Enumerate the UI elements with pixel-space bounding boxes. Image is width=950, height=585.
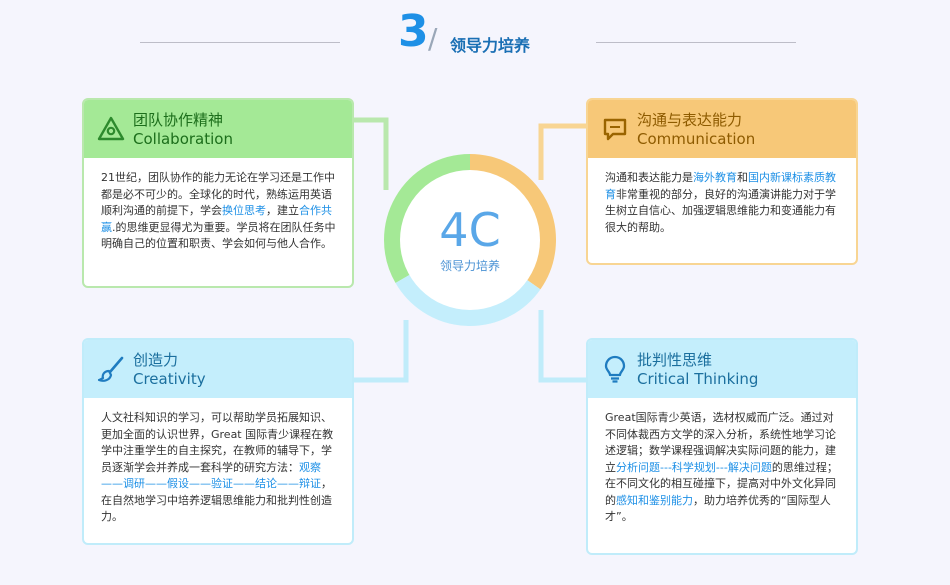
header-slash: / [428,22,438,55]
card-title-en: Creativity [133,370,206,388]
text-segment: Great国际青少英语，选材权威而广泛。通过对不同体裁西方文学的深入分析，系统性… [605,411,836,474]
center-small-text: 领导力培养 [439,259,500,273]
section-header: 3 / 领导力培养 [0,0,950,70]
text-segment: ，助力培养优秀的“国际型人才”。 [605,493,831,524]
text-segment: .的思维更显得尤为重要。学员将在团队任务中明确自己的位置和职责、学会如何与他人合… [101,220,336,251]
text-segment: 的思维过程；在不同文化的相互碰撞下，提高对中外文化异同的 [605,460,838,507]
ring-inner [400,170,540,310]
card-communication: 沟通与表达能力 Communication 沟通和表达能力是海外教育和国内新课标… [586,98,858,265]
card-title-en: Collaboration [133,130,233,148]
text-segment: 非常重视的部分，良好的沟通演讲能力对于学生树立自信心、加强逻辑思维能力和变通能力… [605,187,836,234]
highlight-text: 观察——调研——假设——验证——结论——辩证 [101,460,321,491]
speech-bubble-icon [603,118,627,141]
highlight-text: 国内新课标素质教育 [605,171,836,201]
section-number: 3 [398,6,429,57]
header-divider-left [140,42,340,43]
connector-collab [354,117,389,190]
text-segment: 和 [737,171,748,184]
highlight-text: 合作共赢 [101,204,332,234]
card-description: 沟通和表达能力是海外教育和国内新课标素质教育非常重视的部分，良好的沟通演讲能力对… [588,158,856,246]
card-collaboration: 团队协作精神 Collaboration 21世纪，团队协作的能力无论在学习还是… [82,98,354,288]
highlight-text: 海外教育 [693,171,737,184]
paintbrush-icon [97,356,124,382]
text-segment: ，建立 [266,204,299,217]
card-title-zh: 团队协作精神 [133,111,224,129]
card-header: 沟通与表达能力 Communication [588,100,856,158]
connector-crit [538,310,588,383]
card-title-zh: 沟通与表达能力 [637,111,743,129]
ring-segment-creativity-critical [395,269,541,326]
center-big-text: 4C [439,203,501,257]
text-segment: 沟通和表达能力是 [605,171,693,184]
header-divider-right [596,42,796,43]
highlight-text: 换位思考 [222,204,266,217]
section-title: 领导力培养 [450,36,531,55]
center-label: 4C 领导力培养 [410,205,530,274]
highlight-text: 感知和鉴别能力 [616,493,693,507]
card-description: Great国际青少英语，选材权威而广泛。通过对不同体裁西方文学的深入分析，系统性… [588,398,856,536]
connector-comm [538,123,588,180]
highlight-text: 分析问题---科学规划---解决问题 [616,460,772,474]
card-title-zh: 批判性思维 [637,351,713,369]
card-header: 批判性思维 Critical Thinking [588,340,856,398]
text-segment: 人文社科知识的学习，可以帮助学员拓展知识、更加全面的认识世界，Great 国际青… [101,411,334,474]
card-title-en: Critical Thinking [637,370,759,388]
card-title-zh: 创造力 [133,351,179,369]
text-segment: 21世纪，团队协作的能力无论在学习还是工作中都是必不可少的。全球化的时代，熟练运… [101,171,335,217]
card-header: 创造力 Creativity [84,340,352,398]
card-description: 21世纪，团队协作的能力无论在学习还是工作中都是必不可少的。全球化的时代，熟练运… [84,158,352,263]
card-description: 人文社科知识的学习，可以帮助学员拓展知识、更加全面的认识世界，Great 国际青… [84,398,352,536]
ring-segment-communication [469,154,556,290]
card-critical-thinking: 批判性思维 Critical Thinking Great国际青少英语，选材权威… [586,338,858,555]
lightbulb-icon [604,355,626,383]
connector-create [354,320,409,383]
ring-segment-collaboration [384,154,471,283]
triangle-network-icon [97,116,125,141]
card-header: 团队协作精神 Collaboration [84,100,352,158]
card-title-en: Communication [637,130,756,148]
text-segment: ，在自然地学习中培养逻辑思维能力和批判性创造力。 [101,477,332,523]
card-creativity: 创造力 Creativity 人文社科知识的学习，可以帮助学员拓展知识、更加全面… [82,338,354,545]
